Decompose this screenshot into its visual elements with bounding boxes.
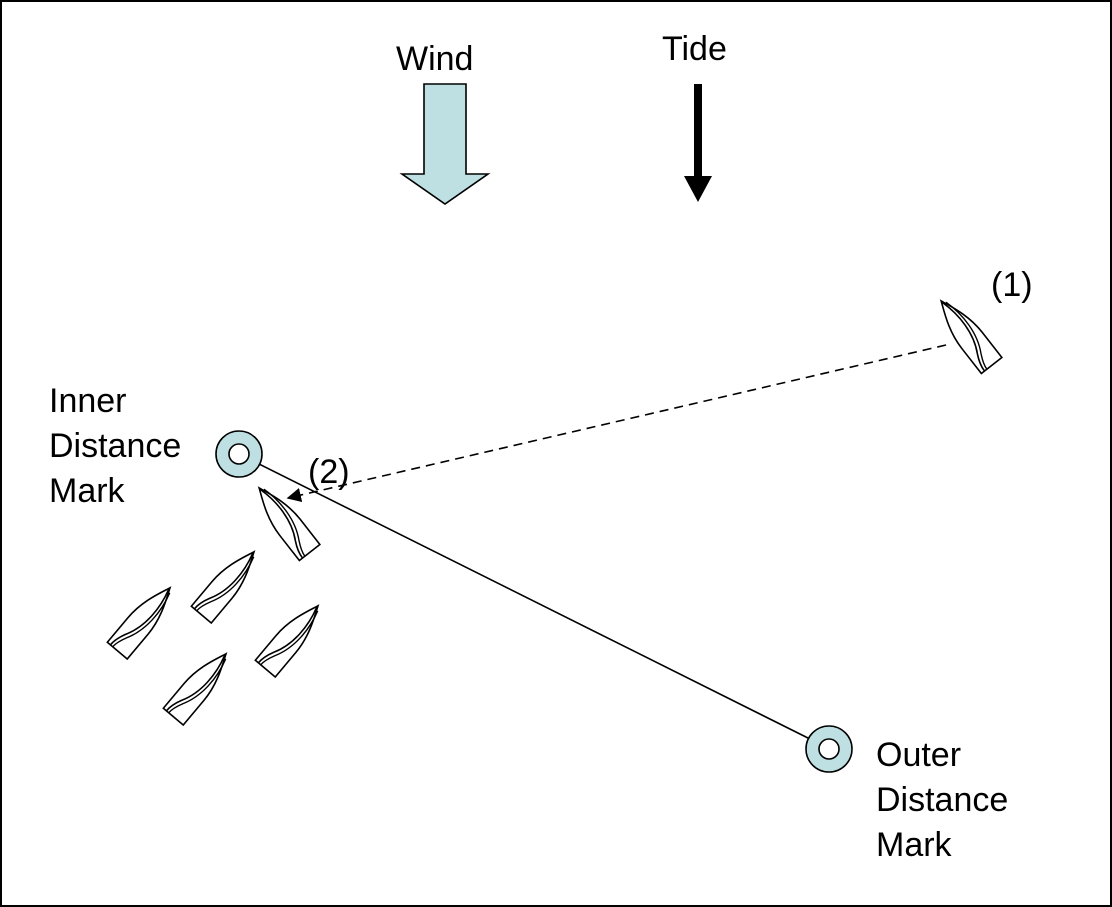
distance-line [238,453,829,749]
wind-arrow-icon [399,83,491,205]
inner-mark-label-line-2: Distance [49,427,182,465]
outer-mark-label-line-2: Distance [876,781,1009,819]
outer-mark-buoy-icon [805,725,853,773]
fleet-sailboat-icon [254,596,329,678]
fleet-sailboat-icon [106,578,181,660]
fleet-sailboat-icon [190,542,265,624]
inner-mark-buoy-icon [215,430,263,478]
tide-label: Tide [662,30,727,68]
outer-mark-label-line-3: Mark [876,826,952,864]
outer-mark-label-line-1: Outer [876,736,962,774]
boat-1-label: (1) [991,266,1033,304]
wind-label: Wind [396,40,474,78]
boat-course-dashed-line [286,344,947,503]
inner-mark-label-line-1: Inner [49,382,127,420]
tide-arrow-icon [684,84,712,202]
fleet-sailboat-icon [162,644,237,726]
inner-mark-label-line-3: Mark [49,472,125,510]
boat-2-label: (2) [308,453,350,491]
